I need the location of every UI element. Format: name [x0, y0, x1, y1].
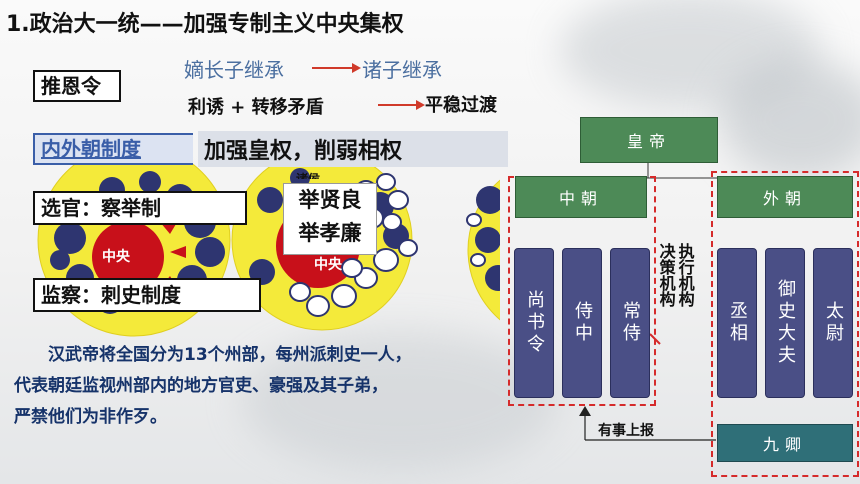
neiwaichao-slogan: 加强皇权，削弱相权 — [198, 131, 508, 167]
nine-ministers-box: 九卿 — [717, 424, 853, 462]
recommendation-box: 举贤良 举孝廉 — [283, 183, 377, 255]
vassal-label: 诸侯 — [296, 172, 321, 179]
central-label: 中央 — [102, 249, 130, 265]
arrow-right-icon — [416, 100, 425, 110]
smooth-transition-text: 平稳过渡 — [425, 95, 497, 116]
office-yushidafu: 御史大夫 — [765, 248, 805, 398]
description-paragraph: 汉武帝将全国分为13个州部，每州派刺史一人， 代表朝廷监视州部内的地方官吏、豪强… — [14, 340, 494, 433]
office-shizhong: 侍中 — [562, 248, 602, 398]
primogeniture-text: 嫡长子继承 — [184, 58, 284, 82]
central-core — [92, 221, 164, 293]
office-chengxiang: 丞相 — [717, 248, 757, 398]
paragraph-line-1: 汉武帝将全国分为13个州部，每州派刺史一人， — [48, 345, 412, 365]
paragraph-line-3: 严禁他们为非作歹。 — [14, 407, 167, 427]
office-taiwei: 太尉 — [813, 248, 853, 398]
central-label: 中央 — [314, 257, 342, 273]
outer-court-box: 外朝 — [717, 176, 853, 218]
jxl-text: 举贤良 — [298, 188, 362, 212]
arrow-right-icon — [352, 63, 361, 73]
arrow-line — [378, 104, 418, 106]
jiancha-label: 监察：刺史制度 — [33, 278, 261, 312]
report-label: 有事上报 — [598, 423, 654, 439]
jxl2-text: 举孝廉 — [298, 221, 362, 245]
paragraph-line-2: 代表朝廷监视州部内的地方官吏、豪强及其子弟， — [14, 376, 388, 396]
tuienling-label: 推恩令 — [33, 70, 121, 102]
background-mist — [720, 60, 860, 180]
outer-court-group — [711, 171, 859, 477]
incentive-text: 利诱 + 转移矛盾 — [188, 97, 324, 118]
all-sons-text: 诸子继承 — [362, 58, 442, 82]
neiwaichao-label-text: 内外朝制度 — [41, 137, 141, 161]
arrow-line — [312, 67, 354, 69]
office-shangshuling: 尚书令 — [514, 248, 554, 398]
page-title: 1.政治大一统——加强专制主义中央集权 — [6, 12, 404, 37]
neiwaichao-label: 内外朝制度 — [33, 133, 193, 165]
execution-body-label: 执行机构 — [675, 243, 695, 307]
office-changshi: 常侍 — [610, 248, 650, 398]
inner-court-box: 中朝 — [515, 176, 647, 218]
decision-body-label: 决策机构 — [656, 243, 676, 307]
emperor-box: 皇帝 — [580, 117, 718, 163]
xuanguan-label: 选官：察举制 — [33, 191, 247, 225]
background-mist — [240, 330, 560, 470]
